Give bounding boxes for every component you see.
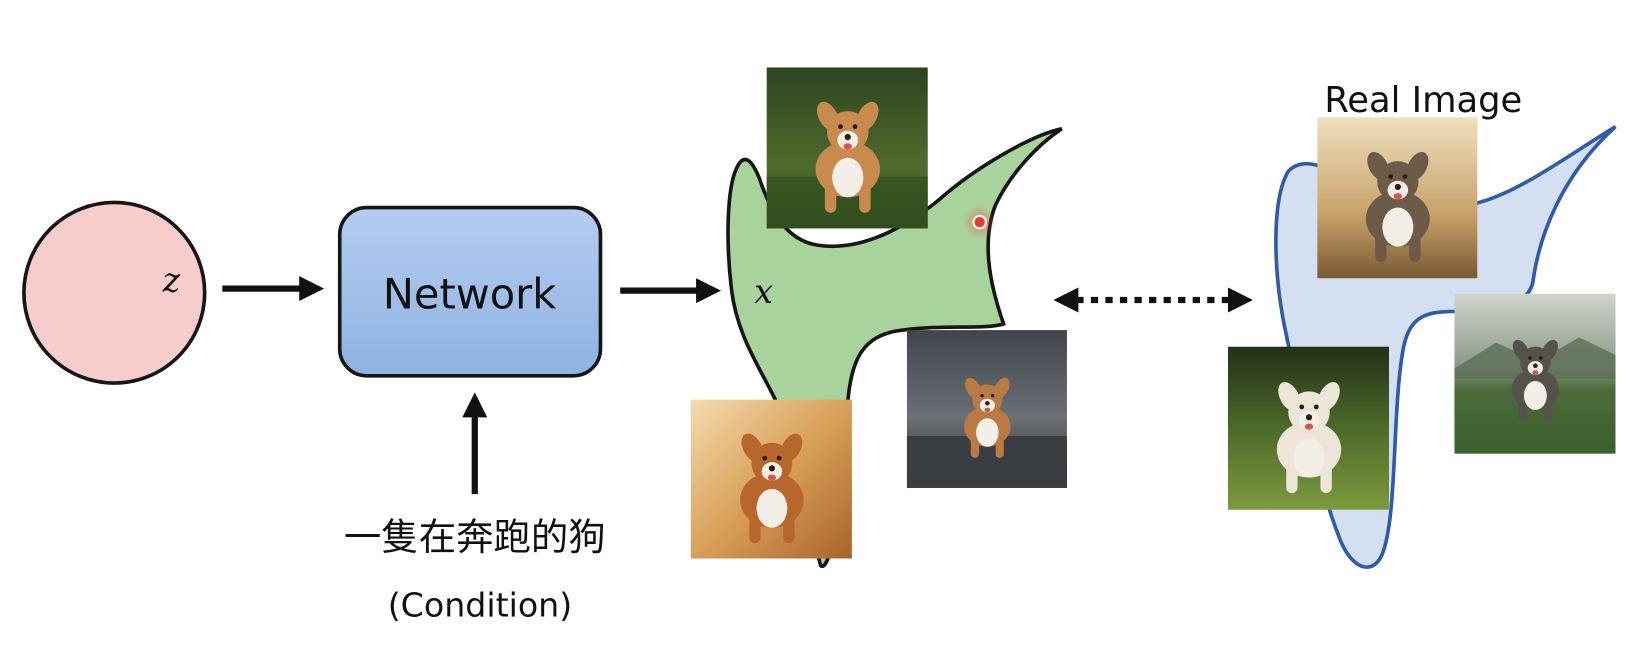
condition-label: (Condition) <box>388 586 573 625</box>
generated-distribution: x <box>690 67 1067 568</box>
latent-node: z <box>22 200 207 385</box>
real-label: Real Image <box>1324 80 1522 121</box>
network-label: Network <box>383 269 556 318</box>
real-dog-photo-1 <box>1317 117 1478 279</box>
condition-text: 一隻在奔跑的狗 <box>344 515 606 559</box>
network-box <box>337 205 603 378</box>
real-distribution: Real Image <box>1227 80 1617 569</box>
generated-dog-photo-1 <box>766 67 928 229</box>
generated-label: x <box>754 272 773 311</box>
latent-circle <box>22 200 207 385</box>
generated-dog-photo-3 <box>906 330 1067 488</box>
latent-label: z <box>162 261 181 300</box>
arrow-network-to-output <box>620 278 721 304</box>
sample-point-marker <box>963 205 997 239</box>
generated-dog-photo-2 <box>690 399 852 559</box>
real-dog-photo-3 <box>1454 293 1616 454</box>
network-node: Network <box>337 205 603 378</box>
arrow-compare-distributions <box>1053 287 1253 313</box>
real-dog-photo-2 <box>1227 346 1390 510</box>
arrow-latent-to-network <box>222 276 325 302</box>
arrow-condition-to-network <box>462 392 488 495</box>
